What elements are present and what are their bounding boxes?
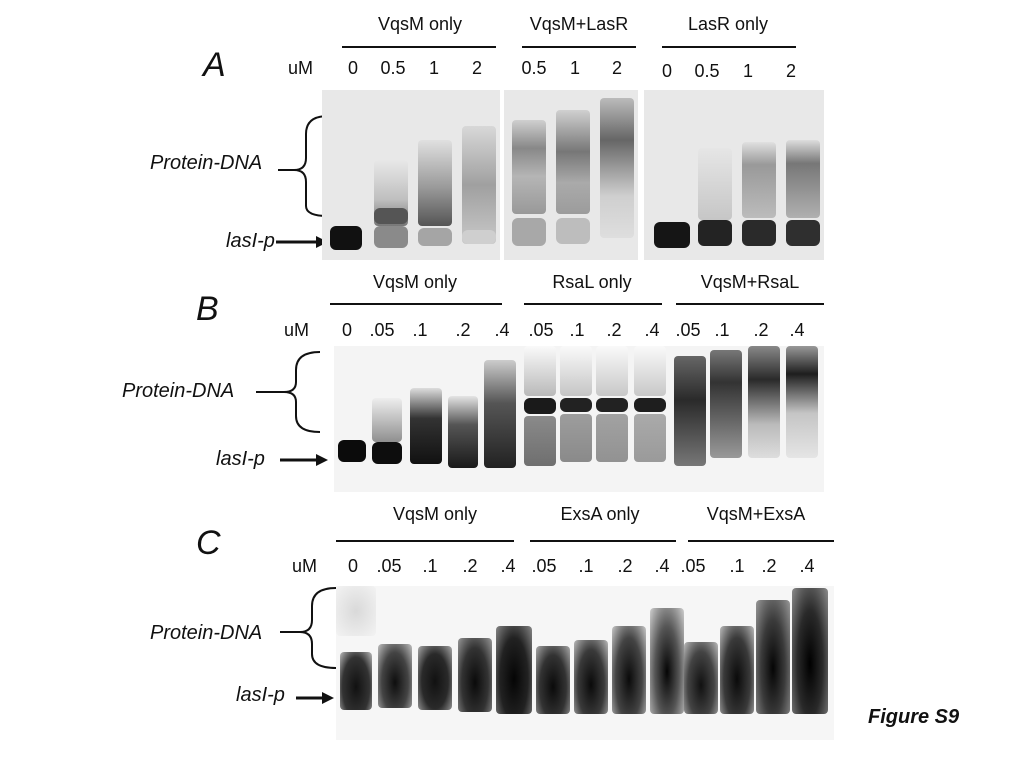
concentration-label: 0.5: [380, 58, 406, 78]
gel-image: [644, 90, 824, 260]
concentration-label: 0: [341, 320, 352, 340]
gel-image: [334, 346, 824, 492]
concentration-label: .1: [422, 556, 438, 576]
concentration-label: .1: [729, 556, 745, 576]
panel-letter: A: [203, 46, 226, 84]
group-label-exsa-only: ExsA only: [560, 504, 640, 524]
concentration-label: .1: [412, 320, 428, 340]
unit-label: uM: [288, 58, 314, 78]
gel-image: [504, 90, 638, 260]
probe-label: lasI-p: [236, 684, 285, 706]
concentration-label: 0: [347, 58, 358, 78]
concentration-label: .1: [569, 320, 585, 340]
concentration-label: .2: [462, 556, 478, 576]
figure-caption: Figure S9: [868, 706, 960, 728]
concentration-label: 1: [428, 58, 439, 78]
group-divider: [522, 46, 636, 48]
concentration-label: 1: [569, 58, 580, 78]
concentration-label: .05: [369, 320, 395, 340]
unit-label: uM: [284, 320, 310, 340]
concentration-label: .4: [654, 556, 670, 576]
group-divider: [524, 303, 662, 305]
group-label-vqsm-only: VqsM only: [372, 272, 458, 292]
group-label-vqsm-exsa: VqsM+ExsA: [706, 504, 806, 524]
concentration-label: 0.5: [521, 58, 547, 78]
concentration-label: 0.5: [694, 61, 720, 81]
group-label-vqsm-only: VqsM only: [377, 14, 463, 34]
gel-image: [322, 90, 500, 260]
concentration-label: 0: [661, 61, 672, 81]
protein-dna-label: Protein-DNA: [122, 380, 235, 402]
concentration-label: 1: [742, 61, 753, 81]
unit-label: uM: [292, 556, 318, 576]
concentration-label: .05: [376, 556, 402, 576]
concentration-label: .1: [578, 556, 594, 576]
concentration-label: 2: [785, 61, 796, 81]
concentration-label: 2: [471, 58, 482, 78]
protein-dna-label: Protein-DNA: [150, 152, 263, 174]
concentration-label: .05: [528, 320, 554, 340]
concentration-label: .2: [606, 320, 622, 340]
group-divider: [342, 46, 496, 48]
probe-label: lasI-p: [226, 230, 275, 252]
gel-image: [336, 586, 834, 740]
concentration-label: .2: [455, 320, 471, 340]
concentration-label: .4: [500, 556, 516, 576]
concentration-label: .2: [617, 556, 633, 576]
concentration-label: .1: [714, 320, 730, 340]
concentration-label: .4: [644, 320, 660, 340]
concentration-label: .4: [799, 556, 815, 576]
group-label-vqsm-rsal: VqsM+RsaL: [700, 272, 800, 292]
concentration-label: .05: [680, 556, 706, 576]
concentration-label: .05: [675, 320, 701, 340]
group-label-vqsm-only: VqsM only: [392, 504, 478, 524]
panel-letter: B: [196, 290, 219, 328]
concentration-label: 2: [611, 58, 622, 78]
group-divider: [676, 303, 824, 305]
concentration-label: 0: [347, 556, 358, 576]
concentration-label: .2: [753, 320, 769, 340]
group-divider: [662, 46, 796, 48]
group-divider: [688, 540, 834, 542]
group-label-lasr-only: LasR only: [687, 14, 769, 34]
concentration-label: .4: [494, 320, 510, 340]
concentration-label: .2: [761, 556, 777, 576]
brace-and-arrow: [256, 351, 328, 466]
group-divider: [330, 303, 502, 305]
group-label-vqsm-lasr: VqsM+LasR: [529, 14, 629, 34]
panel-letter: C: [196, 524, 221, 562]
probe-label: lasI-p: [216, 448, 265, 470]
group-divider: [530, 540, 676, 542]
concentration-label: .05: [531, 556, 557, 576]
brace-and-arrow: [280, 587, 337, 704]
concentration-label: .4: [789, 320, 805, 340]
group-divider: [336, 540, 514, 542]
group-label-rsal-only: RsaL only: [552, 272, 632, 292]
protein-dna-label: Protein-DNA: [150, 622, 263, 644]
